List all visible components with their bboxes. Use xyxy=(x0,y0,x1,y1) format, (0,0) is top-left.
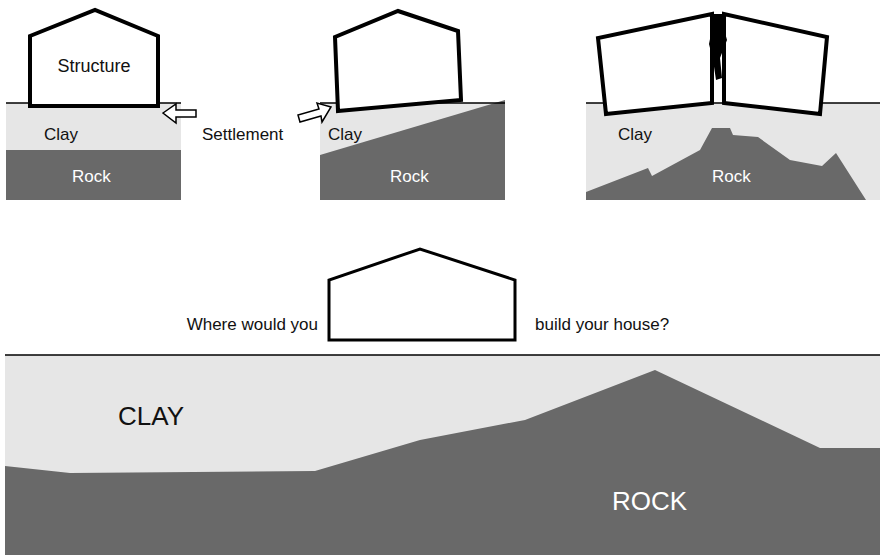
house-outline xyxy=(329,249,515,340)
soil-label: Clay xyxy=(618,126,652,143)
rock-layer xyxy=(6,150,181,200)
tilted-house xyxy=(335,11,461,111)
cracked-house-right xyxy=(724,14,827,114)
structure-label: Structure xyxy=(26,57,162,75)
structure-house: Structure xyxy=(26,6,162,112)
rock-layer xyxy=(5,370,880,555)
crack xyxy=(709,14,727,80)
rock-label: Rock xyxy=(72,168,111,185)
question-text: Where would you xyxy=(187,316,318,333)
settlement-arrow xyxy=(298,103,331,122)
settlement-label: Settlement xyxy=(202,126,283,143)
soil-label: CLAY xyxy=(118,403,184,429)
cracked-house-left xyxy=(598,14,712,114)
rock-label: Rock xyxy=(390,168,429,185)
ground-line xyxy=(5,354,880,356)
clay-layer xyxy=(586,103,880,200)
rock-label: ROCK xyxy=(612,488,687,514)
question-text: build your house? xyxy=(535,316,669,333)
rock-layer xyxy=(320,100,505,200)
settlement-arrow xyxy=(163,104,196,123)
soil-label: Clay xyxy=(44,126,78,143)
clay-layer xyxy=(6,103,181,200)
soil-label: Clay xyxy=(328,126,362,143)
clay-layer xyxy=(5,355,880,555)
rock-label: Rock xyxy=(712,168,751,185)
